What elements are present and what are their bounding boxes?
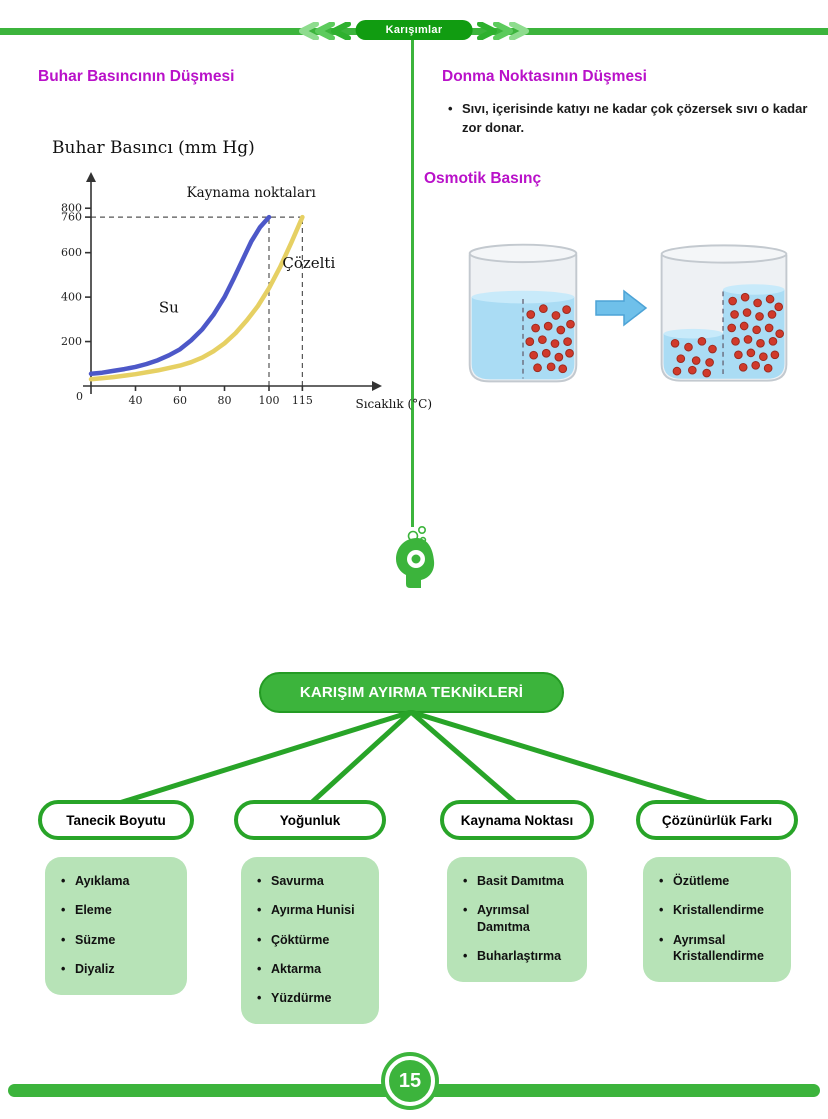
chevron-left-icon — [299, 22, 351, 40]
x-tick-label: 60 — [173, 394, 187, 407]
y-axis-arrow — [86, 172, 96, 182]
branch-item: Yüzdürme — [257, 990, 371, 1007]
series-label: Su — [159, 299, 179, 317]
branch-item: Buharlaştırma — [463, 948, 579, 965]
chart-annotation: Kaynama noktaları — [187, 185, 317, 201]
solute-particles — [670, 292, 784, 378]
branch-item: Aktarma — [257, 961, 371, 978]
branch-title: Çözünürlük Farkı — [636, 800, 798, 840]
branch-item: Savurma — [257, 873, 371, 890]
branch-item: Basit Damıtma — [463, 873, 579, 890]
chart-title: Buhar Basıncı (mm Hg) — [52, 138, 255, 158]
y-tick-label: 600 — [61, 246, 82, 259]
solute-particles — [525, 304, 575, 374]
osmosis-before-beaker — [468, 243, 578, 383]
branch-title: Tanecik Boyutu — [38, 800, 194, 840]
branch-item: Diyaliz — [61, 961, 179, 978]
branch-title: Yoğunluk — [234, 800, 386, 840]
x-tick-label: 40 — [129, 394, 143, 407]
branch-items-box: SavurmaAyırma HunisiÇöktürmeAktarmaYüzdü… — [241, 857, 379, 1025]
branch-item: Ayrımsal Kristallendirme — [659, 932, 783, 965]
osmosis-after-beaker — [660, 244, 788, 382]
y-tick-label: 400 — [61, 291, 82, 304]
branch-item: Çöktürme — [257, 932, 371, 949]
column-divider — [411, 35, 414, 527]
branch-items-box: Basit DamıtmaAyrımsal DamıtmaBuharlaştır… — [447, 857, 587, 982]
branch-item: Kristallendirme — [659, 902, 783, 919]
osmosis-arrow-icon — [595, 289, 648, 327]
heading-freezing-point: Donma Noktasının Düşmesi — [442, 68, 647, 85]
banner-title: Karışımlar — [355, 20, 473, 40]
page-number-badge: 15 — [385, 1056, 435, 1106]
origin-label: 0 — [76, 390, 83, 403]
freezing-point-bullet: Sıvı, içerisinde katıyı ne kadar çok çöz… — [446, 100, 808, 138]
branch-3: Kaynama NoktasıBasit DamıtmaAyrımsal Dam… — [440, 800, 594, 982]
mind-icon — [396, 525, 435, 588]
branch-title: Kaynama Noktası — [440, 800, 594, 840]
branch-item: Ayırma Hunisi — [257, 902, 371, 919]
branch-4: Çözünürlük FarkıÖzütlemeKristallendirmeA… — [636, 800, 798, 982]
x-tick-label: 115 — [292, 394, 313, 407]
heading-vapor-pressure: Buhar Basıncının Düşmesi — [38, 68, 235, 85]
x-tick-label: 100 — [259, 394, 280, 407]
branch-1: Tanecik BoyutuAyıklamaElemeSüzmeDiyaliz — [38, 800, 194, 995]
chevron-right-icon — [477, 22, 529, 40]
branch-2: YoğunlukSavurmaAyırma HunisiÇöktürmeAkta… — [234, 800, 386, 1025]
y-tick-label: 760 — [61, 211, 82, 224]
branch-items-box: AyıklamaElemeSüzmeDiyaliz — [45, 857, 187, 995]
y-tick-label: 200 — [61, 335, 82, 348]
branch-item: Ayrımsal Damıtma — [463, 902, 579, 935]
x-axis-arrow — [372, 381, 382, 391]
diagram-connector-lines — [113, 710, 715, 806]
x-axis-label: Sıcaklık (°C) — [355, 397, 432, 411]
branch-item: Süzme — [61, 932, 179, 949]
series-curve-çözelti — [88, 214, 305, 382]
branch-item: Özütleme — [659, 873, 783, 890]
diagram-root-node: KARIŞIM AYIRMA TEKNİKLERİ — [259, 672, 564, 713]
heading-osmotic-pressure: Osmotik Basınç — [424, 170, 542, 187]
series-curve-su — [88, 214, 272, 377]
branch-items-box: ÖzütlemeKristallendirmeAyrımsal Kristall… — [643, 857, 791, 982]
series-label: Çözelti — [282, 254, 335, 272]
x-tick-label: 80 — [218, 394, 232, 407]
y-tick-label: 800 — [61, 202, 82, 215]
branch-item: Ayıklama — [61, 873, 179, 890]
branch-item: Eleme — [61, 902, 179, 919]
